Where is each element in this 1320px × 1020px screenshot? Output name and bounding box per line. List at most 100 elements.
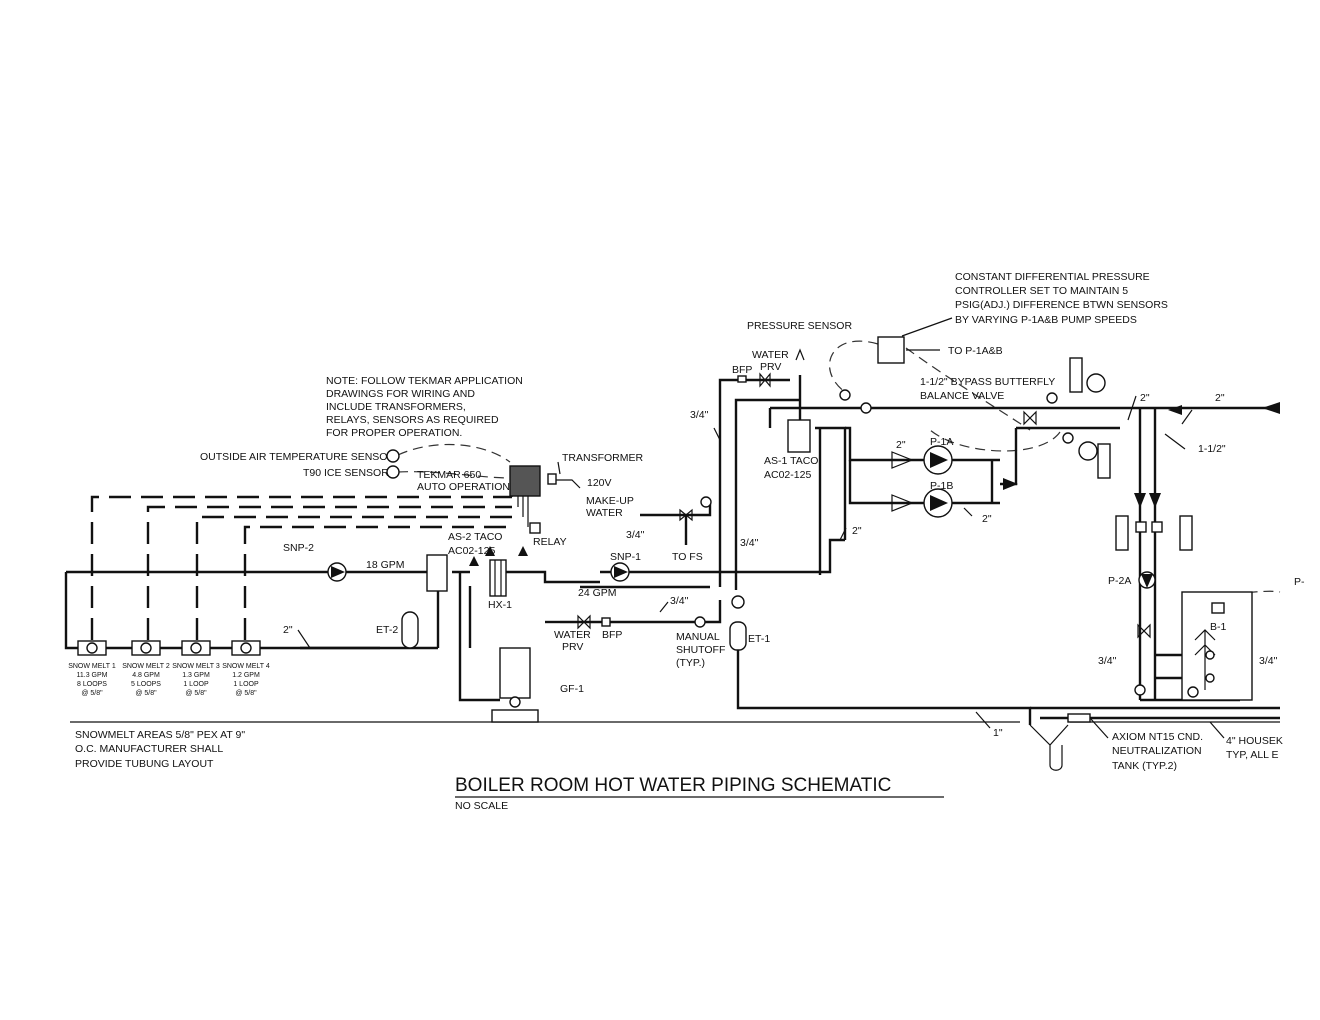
thermometer-well-icon [1179,515,1193,551]
transformer-label: TRANSFORMER [562,452,644,464]
as1-air-separator-icon [787,419,811,453]
tekmar-note-line: NOTE: FOLLOW TEKMAR APPLICATION [326,375,523,387]
boiler-connection-icon [1205,673,1215,683]
axiom-label: NEUTRALIZATION [1112,745,1202,757]
valve-icon [1135,521,1147,533]
housekeeping-label: 4" HOUSEK [1226,735,1283,747]
manual-shutoff-label: (TYP.) [676,657,705,669]
check-valve-icon [891,494,914,512]
bypass-label: 1-1/2" BYPASS BUTTERFLY [920,376,1055,388]
sensor-icon [1062,432,1074,444]
pressure-gauge-icon [1078,441,1098,461]
zone-size-label: @ 5/8" [135,690,157,697]
temperature-sensor-icon [386,449,400,463]
bfp-valve-icon [737,375,747,383]
pressure-sensor-icon [860,402,872,414]
pipe-size-label: 3/4" [1259,655,1278,667]
pipe-size-label: 3/4" [740,537,759,549]
p1b-label: P-1B [930,480,953,492]
valve-icon [1134,684,1146,696]
et1-valve-icon [731,595,745,609]
pipe-size-label: 2" [1215,392,1225,404]
gauge-icon [700,496,712,508]
controller-note-line: PSIG(ADJ.) DIFFERENCE BTWN SENSORS [955,299,1168,311]
axiom-label: TANK (TYP.2) [1112,760,1177,772]
v120-label: 120V [587,477,612,489]
zone-name-label: SNOW MELT 1 [68,663,116,670]
pump-p1b: P-1B [891,480,953,518]
zone-size-label: @ 5/8" [235,690,257,697]
axiom-tank-icon [1067,713,1091,723]
snowmelt-note-line: SNOWMELT AREAS 5/8" PEX AT 9" [75,729,245,741]
manual-shutoff-icon [694,616,706,628]
pipe-size-label: 3/4" [670,595,689,607]
prv-valve-icon [577,614,591,630]
controller-note-line: BY VARYING P-1A&B PUMP SPEEDS [955,314,1137,326]
pressure-sensor-icon [839,389,851,401]
manual-shutoff-label: SHUTOFF [676,644,725,656]
pipe-size-label: 3/4" [626,529,645,541]
controller-note: CONSTANT DIFFERENTIAL PRESSURE CONTROLLE… [901,271,1168,337]
thermometer-well-icon [1097,443,1111,479]
boiler-control-icon [1211,602,1225,614]
flow-arrow [1262,402,1280,414]
controller-note-line: CONTROLLER SET TO MAINTAIN 5 [955,285,1128,297]
thermometer-well-icon [1069,357,1083,393]
boiler-connection-icon [1205,650,1215,660]
prv-valve-icon [759,372,771,388]
boiler-drain-icon [1187,686,1199,698]
axiom-label: AXIOM NT15 CND. [1112,731,1203,743]
zone-loops-label: 5 LOOPS [131,681,161,688]
p-cut-label: P- [1294,576,1305,588]
hx1-label: HX-1 [488,599,512,611]
outside-air-sensor-label: OUTSIDE AIR TEMPERATURE SENSOR [200,451,395,463]
controller-note-line: CONSTANT DIFFERENTIAL PRESSURE [955,271,1150,283]
makeup-prv-icon [679,508,693,522]
thermometer-icon [1046,392,1058,404]
zone-solenoid-icon [190,642,202,654]
zone-name-label: SNOW MELT 3 [172,663,220,670]
as1-label: AC02-125 [764,469,811,481]
flow-arrow [485,546,495,556]
pipe-size-label: 1-1/2" [1198,443,1226,455]
makeup-water-label: WATER [586,507,623,519]
flow-arrow [469,556,479,566]
pipe-size-label: 2" [1140,392,1150,404]
transformer-icon [547,473,557,485]
drawing-title: BOILER ROOM HOT WATER PIPING SCHEMATIC [455,775,891,796]
snowmelt-note: SNOWMELT AREAS 5/8" PEX AT 9" O.C. MANUF… [75,729,245,770]
zone-gpm-label: 1.2 GPM [232,672,260,679]
thermometer-well-icon [1115,515,1129,551]
as2-air-separator-icon [426,554,448,592]
zone-name-label: SNOW MELT 2 [122,663,170,670]
gf1-pump-icon [509,696,521,708]
as1-label: AS-1 TACO [764,455,818,467]
manual-shutoff-label: MANUAL [676,631,720,643]
pipe-size-label: 3/4" [1098,655,1117,667]
snp2-label: SNP-2 [283,542,314,554]
tekmar-note-line: DRAWINGS FOR WIRING AND [326,388,475,400]
snp1-label: SNP-1 [610,551,641,563]
pipe-size-label: 2" [852,525,862,537]
pipe-size-label: 2" [896,439,906,451]
as2-label: AC02-125 [448,545,495,557]
snowmelt-note-line: O.C. MANUFACTURER SHALL [75,743,223,755]
tekmar-note-line: FOR PROPER OPERATION. [326,427,462,439]
pressure-gauge-icon [1086,373,1106,393]
p1a-label: P-1A [930,436,953,448]
dp-controller-box [877,336,905,364]
tekmar-note-line: RELAYS, SENSORS AS REQUIRED [326,414,499,426]
zone-name-label: SNOW MELT 4 [222,663,270,670]
drawing-subtitle: NO SCALE [455,800,508,812]
flow-arrow [1003,478,1018,490]
as2-label: AS-2 TACO [448,531,502,543]
bfp-valve-icon [601,617,611,627]
b1-label: B-1 [1210,621,1227,633]
zone-solenoid-icon [140,642,152,654]
pipe-size-label: 2" [982,513,992,525]
valve-icon [1151,521,1163,533]
